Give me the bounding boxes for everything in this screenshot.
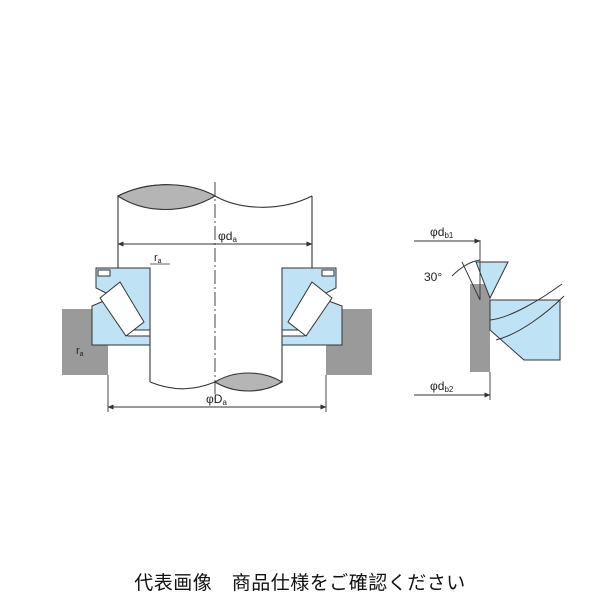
dim-housing-dia [107,375,327,412]
bearing-left [91,267,151,346]
cage-left [97,269,111,277]
detail-db1-label: φdb1 [430,225,454,240]
housing-left [62,309,108,375]
fillet-left-label: ra [76,345,84,358]
detail-washer-top [475,261,509,300]
detail-roller-curve-1 [489,283,563,321]
main-view: φda ra ra φDa [62,182,372,412]
angle-arc [451,259,481,277]
image-caption: 代表画像 商品仕様をご確認ください [134,572,466,594]
detail-db2-label: φdb2 [430,379,454,394]
housing [62,309,372,375]
shaft-break-bottom-shade [213,372,284,392]
detail-roller-curve-2 [495,295,565,341]
fillet-top-label: ra [154,252,162,265]
roller-left [99,281,145,337]
detail-housing [470,284,490,372]
detail-view: 30° φdb1 φdb2 [414,225,565,400]
dim-housing-dia-label: φDa [206,392,227,407]
bearing-right [281,267,343,346]
shaft-break-top-shade [116,184,217,210]
cage-right [321,269,335,277]
angle-label: 30° [424,270,442,284]
dim-shaft-dia-label: φda [218,229,237,244]
housing-right [326,309,372,375]
roller-right [287,281,333,337]
